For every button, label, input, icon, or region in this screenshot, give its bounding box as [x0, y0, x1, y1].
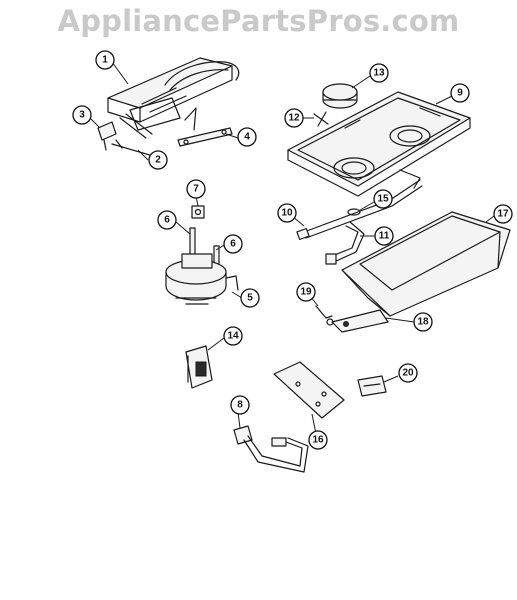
cooktop-panel-part	[287, 91, 471, 197]
callout-14: 14	[223, 326, 243, 346]
svg-text:14: 14	[227, 331, 239, 342]
callout-9: 9	[450, 83, 470, 103]
burner-cap-part	[322, 83, 358, 109]
svg-text:13: 13	[373, 68, 385, 79]
knob-switch-part	[185, 345, 213, 389]
clip-part	[313, 111, 329, 127]
svg-text:6: 6	[164, 215, 170, 226]
svg-text:12: 12	[288, 113, 300, 124]
svg-text:16: 16	[312, 435, 324, 446]
screw-part	[315, 305, 334, 326]
callout-18: 18	[413, 312, 433, 332]
callout-12: 12	[284, 108, 304, 128]
drip-tray-part	[341, 211, 511, 317]
svg-text:20: 20	[402, 368, 414, 379]
svg-text:7: 7	[193, 184, 199, 195]
callout-19: 19	[296, 282, 316, 302]
svg-text:15: 15	[377, 194, 389, 205]
svg-text:11: 11	[379, 231, 390, 242]
callout-11: 11	[374, 226, 394, 246]
nut-part	[191, 205, 205, 219]
svg-text:4: 4	[244, 132, 250, 143]
strap-part	[177, 127, 233, 147]
svg-text:6: 6	[230, 239, 236, 250]
svg-text:5: 5	[247, 293, 253, 304]
svg-text:10: 10	[281, 208, 293, 219]
callout-5: 5	[240, 288, 260, 308]
bracket-part	[97, 121, 117, 151]
o-ring-part	[347, 208, 361, 216]
svg-text:1: 1	[102, 55, 108, 66]
callout-3: 3	[72, 105, 92, 125]
svg-text:17: 17	[497, 209, 509, 220]
mounting-bracket-part	[331, 309, 389, 333]
callout-15: 15	[373, 189, 393, 209]
plate-part	[273, 361, 345, 419]
burner-assembly-part	[107, 57, 240, 139]
gas-supply-tube-part	[233, 425, 309, 473]
elbow-fitting-part	[325, 221, 365, 265]
watermark-logo: AppliancePartsPros.com	[57, 4, 460, 38]
callout-20: 20	[398, 363, 418, 383]
small-bracket-part	[357, 375, 387, 397]
callout-2: 2	[148, 150, 168, 170]
svg-text:18: 18	[417, 317, 429, 328]
svg-text:8: 8	[237, 400, 243, 411]
svg-text:19: 19	[300, 287, 312, 298]
leader-lines	[87, 61, 495, 435]
callout-8: 8	[230, 395, 250, 415]
callout-13: 13	[369, 63, 389, 83]
svg-text:2: 2	[155, 155, 161, 166]
svg-text:3: 3	[79, 110, 85, 121]
svg-text:9: 9	[457, 88, 463, 99]
callout-4: 4	[237, 127, 257, 147]
gas-tube-part	[296, 179, 423, 241]
callout-17: 17	[493, 204, 513, 224]
regulator-valve-part	[165, 253, 239, 305]
callout-6-left: 6	[157, 210, 177, 230]
callout-1: 1	[95, 50, 115, 70]
callout-7: 7	[186, 179, 206, 199]
callout-16: 16	[308, 430, 328, 450]
callout-6-right: 6	[223, 234, 243, 254]
callout-10: 10	[277, 203, 297, 223]
